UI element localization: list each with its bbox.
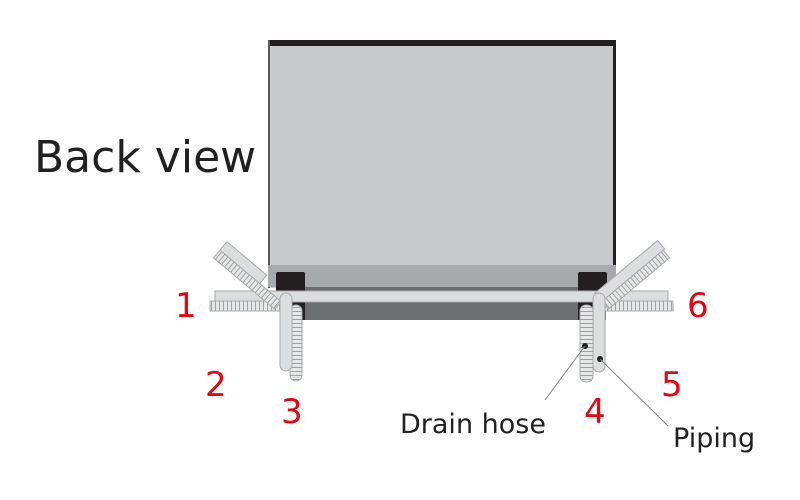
drain-hose-leader — [544, 345, 586, 401]
view-title: Back view — [34, 132, 256, 183]
left-pipe-options — [209, 241, 303, 382]
position-5: 5 — [661, 365, 683, 405]
piping-leader — [599, 358, 669, 427]
drain-hose-label: Drain hose — [400, 409, 546, 440]
position-1: 1 — [175, 286, 197, 326]
right-pipe-options — [544, 239, 674, 427]
position-4: 4 — [584, 392, 606, 432]
position-2: 2 — [205, 365, 227, 405]
piping-label: Piping — [673, 423, 755, 454]
horizontal-pipe — [214, 290, 669, 303]
indoor-unit-body — [268, 40, 616, 320]
position-3: 3 — [281, 392, 303, 432]
position-6: 6 — [687, 286, 709, 326]
left-port-block — [276, 272, 305, 296]
